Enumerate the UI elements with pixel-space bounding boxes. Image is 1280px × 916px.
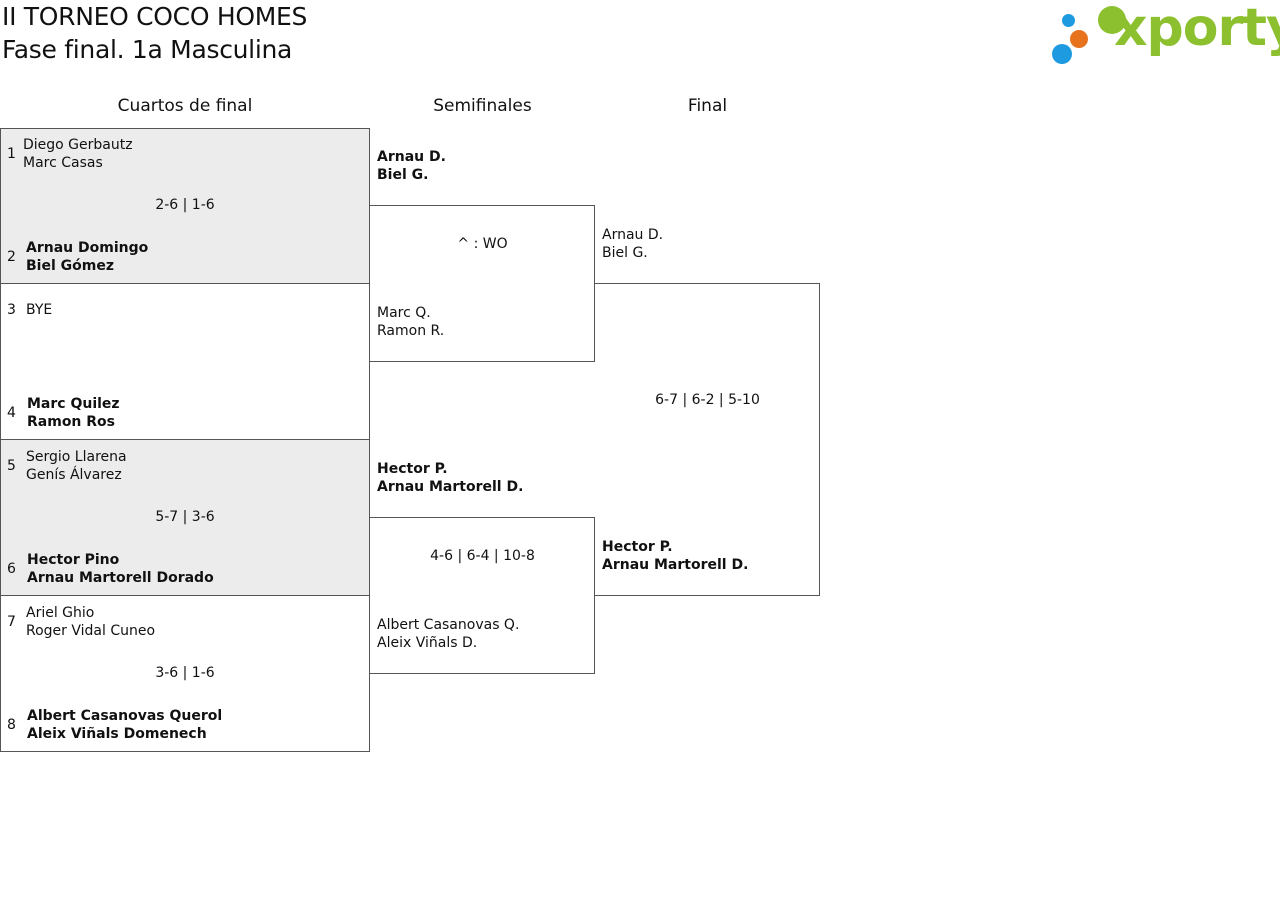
match-score: ^ : WO (457, 236, 508, 252)
round-heading-quarterfinals: Cuartos de final (117, 96, 253, 116)
player-name-winner: Arnau D. (377, 149, 446, 165)
player-name: Ariel Ghio (26, 605, 95, 621)
seed-number: 7 (7, 614, 16, 630)
player-name: Sergio Llarena (26, 449, 127, 465)
seed-number: 5 (7, 458, 16, 474)
player-name: Ramon R. (377, 323, 445, 339)
match-score: 5-7 | 3-6 (155, 509, 215, 525)
logo-blue-dot (1052, 44, 1072, 64)
match-score: 4-6 | 6-4 | 10-8 (430, 548, 535, 564)
seed-number: 4 (7, 405, 16, 421)
player-name-winner: Arnau Domingo (26, 240, 149, 256)
seed-number: 2 (7, 249, 16, 265)
player-name-winner: Hector P. (602, 539, 673, 555)
seed-number: 6 (7, 561, 16, 577)
logo-green-dot (1098, 6, 1126, 34)
match-score: 2-6 | 1-6 (155, 197, 215, 213)
player-name: Albert Casanovas Q. (377, 617, 520, 633)
round-heading-final: Final (687, 96, 728, 116)
player-name-winner: Hector Pino (27, 552, 120, 568)
player-name: Aleix Viñals D. (377, 635, 478, 651)
player-name: Biel G. (602, 245, 648, 261)
round-heading-semifinals: Semifinales (433, 96, 532, 116)
player-name-winner: Arnau Martorell D. (602, 557, 749, 573)
match-score: 3-6 | 1-6 (155, 665, 215, 681)
player-name: Arnau D. (602, 227, 664, 243)
player-name: Genís Álvarez (26, 467, 122, 483)
player-name-winner: Biel G. (377, 167, 429, 183)
player-name: Diego Gerbautz (23, 137, 133, 153)
player-name-winner: Hector P. (377, 461, 448, 477)
tournament-title: II TORNEO COCO HOMES (2, 2, 308, 31)
player-name-winner: Arnau Martorell D. (377, 479, 524, 495)
seed-number: 3 (7, 302, 16, 318)
seed-number: 8 (7, 717, 16, 733)
player-name-winner: Ramon Ros (27, 414, 116, 430)
player-name: Roger Vidal Cuneo (26, 623, 156, 639)
tournament-subtitle: Fase final. 1a Masculina (2, 35, 293, 64)
player-name: Marc Q. (377, 305, 431, 321)
player-name-winner: Marc Quilez (27, 396, 120, 412)
player-name: Marc Casas (23, 155, 103, 171)
match-final[interactable] (594, 283, 820, 596)
player-name-winner: Aleix Viñals Domenech (27, 726, 207, 742)
seed-number: 1 (7, 146, 16, 162)
match-qf-1[interactable] (0, 128, 370, 284)
match-score: 6-7 | 6-2 | 5-10 (655, 392, 760, 408)
logo-wordmark: xporty (1114, 0, 1280, 58)
player-name-winner: Albert Casanovas Querol (27, 708, 223, 724)
xporty-logo[interactable]: xporty (1050, 0, 1280, 66)
player-name-winner: Biel Gómez (26, 258, 114, 274)
logo-blue-dot-small (1062, 14, 1075, 27)
player-name-winner: Arnau Martorell Dorado (27, 570, 214, 586)
player-name: BYE (26, 302, 53, 318)
logo-orange-dot (1070, 30, 1088, 48)
